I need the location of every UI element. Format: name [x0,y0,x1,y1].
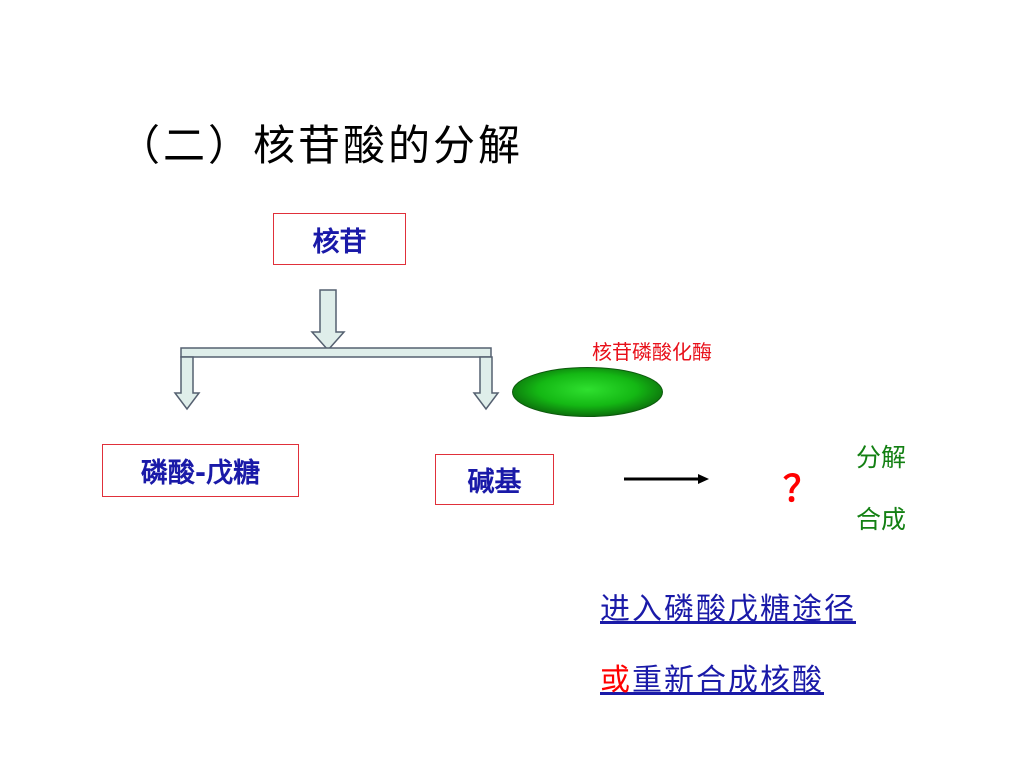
note-or-prefix: 或 [600,663,632,698]
enzyme-label: 核苷磷酸化酶 [592,340,712,364]
node-nucleoside: 核苷 [273,213,406,265]
down-arrow [310,289,346,352]
note-pentose-pathway[interactable]: 进入磷酸戊糖途径 [600,592,856,627]
enzyme-oval [512,367,663,417]
branch-bar [180,347,492,358]
question-mark: ？ [783,468,820,510]
node-base: 碱基 [435,454,554,505]
node-ribose-phosphate: 磷酸-戊糖 [102,444,299,497]
right-branch-arrow [472,356,500,411]
slide-title: （二）核苷酸的分解 [118,121,524,170]
note-resynthesis[interactable]: 或重新合成核酸 [600,655,824,699]
arrow-to-question-head [698,474,709,484]
outcome-synthesize: 合成 [856,505,907,534]
note-resynthesis-text: 重新合成核酸 [632,663,824,698]
left-branch-arrow [173,356,201,411]
outcome-degrade: 分解 [856,443,907,472]
